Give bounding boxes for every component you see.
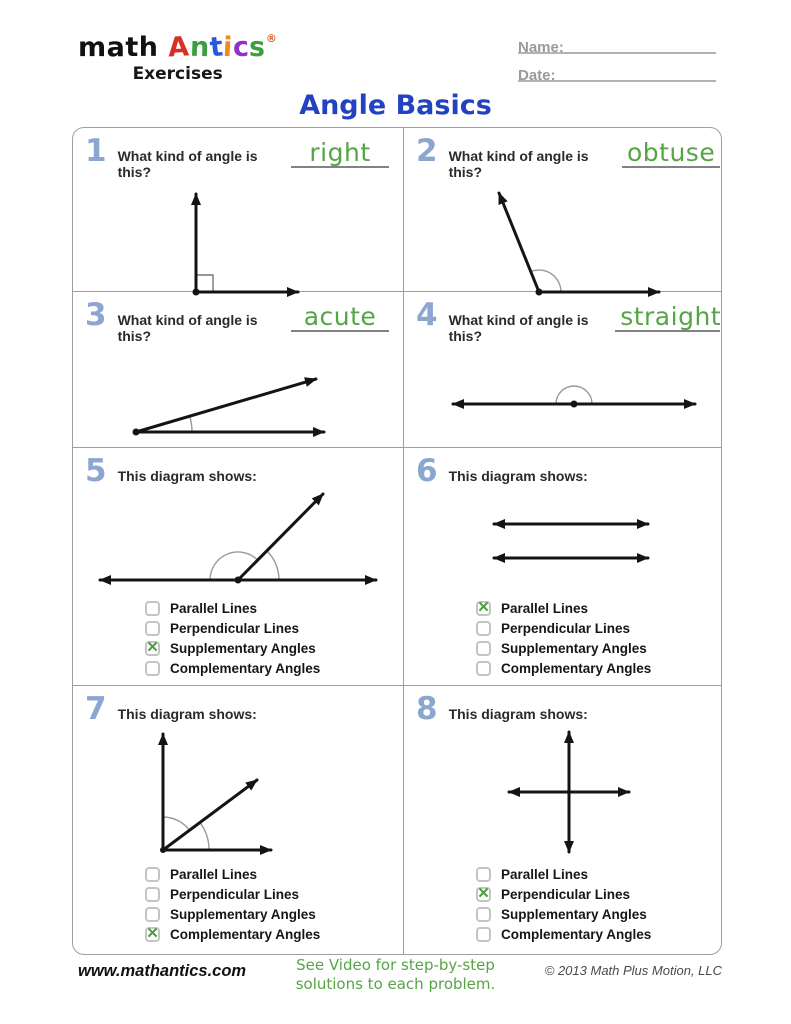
checkbox[interactable]: ✕ bbox=[145, 600, 160, 616]
answer-blank[interactable]: obtuse bbox=[622, 138, 720, 168]
option-supplementary-angles[interactable]: ✕ Supplementary Angles bbox=[145, 904, 403, 924]
checkbox[interactable]: ✕ bbox=[145, 866, 160, 882]
prompt-text: This diagram shows: bbox=[448, 468, 588, 484]
worksheet-title: Angle Basics bbox=[299, 90, 492, 121]
logo-word-math: math bbox=[78, 32, 159, 63]
date-label: Date: bbox=[518, 67, 556, 84]
copyright-text: © 2013 Math Plus Motion, LLC bbox=[544, 963, 722, 978]
problem-number: 7 bbox=[85, 691, 107, 727]
checkbox[interactable]: ✕ bbox=[476, 640, 491, 656]
problem-3: 3 What kind of angle is this? acute bbox=[73, 292, 404, 448]
question-text: What kind of angle is this? bbox=[117, 312, 258, 344]
question-text: What kind of angle is this? bbox=[448, 312, 589, 344]
straight-angle-diagram bbox=[404, 344, 721, 458]
checkbox[interactable]: ✕ bbox=[145, 620, 160, 636]
problem-number: 6 bbox=[416, 453, 438, 489]
checkbox[interactable]: ✕ bbox=[476, 884, 491, 902]
option-perpendicular-lines[interactable]: ✕ Perpendicular Lines bbox=[145, 618, 403, 638]
option-parallel-lines[interactable]: ✕ Parallel Lines bbox=[145, 864, 403, 884]
checkbox[interactable]: ✕ bbox=[145, 906, 160, 922]
problem-number: 3 bbox=[85, 297, 107, 333]
obtuse-angle-diagram bbox=[404, 180, 721, 302]
problem-8: 8 This diagram shows: ✕ Parallel Lines ✕… bbox=[404, 686, 721, 954]
name-date-block: Name: Date: bbox=[518, 30, 716, 86]
options-list: ✕ Parallel Lines ✕ Perpendicular Lines ✕… bbox=[404, 598, 721, 678]
question-text: What kind of angle is this? bbox=[117, 148, 258, 180]
logo-word-antics: Antics bbox=[167, 31, 267, 64]
acute-angle-diagram bbox=[73, 344, 403, 458]
perpendicular-lines-diagram bbox=[404, 722, 721, 862]
name-label: Name: bbox=[518, 39, 564, 56]
options-list: ✕ Parallel Lines ✕ Perpendicular Lines ✕… bbox=[404, 864, 721, 944]
checkbox[interactable]: ✕ bbox=[145, 638, 160, 656]
option-parallel-lines[interactable]: ✕ Parallel Lines bbox=[476, 598, 589, 616]
question-text: What kind of angle is this? bbox=[448, 148, 589, 180]
checkbox[interactable]: ✕ bbox=[145, 660, 160, 676]
video-note: See Video for step-by-step solutions to … bbox=[0, 956, 791, 994]
logo-subtitle: Exercises bbox=[132, 64, 223, 84]
problem-7: 7 This diagram shows: ✕ Parallel Lines ✕… bbox=[73, 686, 404, 954]
answer-text: straight bbox=[620, 302, 722, 331]
option-perpendicular-lines[interactable]: ✕ Perpendicular Lines bbox=[145, 884, 403, 904]
checkbox[interactable]: ✕ bbox=[476, 926, 491, 942]
supplementary-angles-diagram bbox=[73, 484, 403, 596]
checkbox[interactable]: ✕ bbox=[476, 660, 491, 676]
problem-number: 4 bbox=[416, 297, 438, 333]
check-mark-icon: ✕ bbox=[477, 598, 490, 616]
check-mark-icon: ✕ bbox=[146, 638, 159, 656]
check-mark-icon: ✕ bbox=[477, 884, 490, 902]
option-supplementary-angles[interactable]: ✕ Supplementary Angles bbox=[476, 638, 721, 658]
option-complementary-angles[interactable]: ✕ Complementary Angles bbox=[476, 924, 721, 944]
right-angle-diagram bbox=[73, 180, 403, 302]
problem-6: 6 This diagram shows: ✕ Parallel Lines ✕… bbox=[404, 448, 721, 686]
option-perpendicular-lines[interactable]: ✕ Perpendicular Lines bbox=[476, 884, 631, 902]
problem-4: 4 What kind of angle is this? straight bbox=[404, 292, 722, 448]
options-list: ✕ Parallel Lines ✕ Perpendicular Lines ✕… bbox=[73, 598, 403, 678]
problem-2: 2 What kind of angle is this? obtuse bbox=[404, 128, 721, 297]
answer-blank[interactable]: right bbox=[291, 138, 389, 168]
problem-5: 5 This diagram shows: ✕ Parallel Lines ✕… bbox=[73, 448, 404, 686]
problems-grid: 1 What kind of angle is this? right 2 Wh… bbox=[72, 127, 722, 955]
checkbox[interactable]: ✕ bbox=[476, 620, 491, 636]
check-mark-icon: ✕ bbox=[146, 924, 159, 942]
prompt-text: This diagram shows: bbox=[448, 706, 588, 722]
problem-number: 8 bbox=[416, 691, 438, 727]
option-supplementary-angles[interactable]: ✕ Supplementary Angles bbox=[145, 638, 316, 656]
math-antics-logo: math Antics® Exercises bbox=[78, 31, 278, 84]
answer-text: obtuse bbox=[627, 138, 716, 167]
name-input-line[interactable] bbox=[564, 30, 716, 52]
prompt-text: This diagram shows: bbox=[117, 706, 257, 722]
answer-blank[interactable]: acute bbox=[291, 302, 389, 332]
option-supplementary-angles[interactable]: ✕ Supplementary Angles bbox=[476, 904, 721, 924]
answer-text: right bbox=[309, 138, 371, 167]
checkbox[interactable]: ✕ bbox=[145, 924, 160, 942]
option-complementary-angles[interactable]: ✕ Complementary Angles bbox=[145, 658, 403, 678]
option-parallel-lines[interactable]: ✕ Parallel Lines bbox=[145, 598, 403, 618]
video-note-line2: solutions to each problem. bbox=[295, 974, 496, 993]
date-input-line[interactable] bbox=[556, 58, 716, 80]
problem-number: 5 bbox=[85, 453, 107, 489]
website-link[interactable]: www.mathantics.com bbox=[78, 962, 247, 980]
video-note-line1: See Video for step-by-step bbox=[296, 956, 495, 974]
option-complementary-angles[interactable]: ✕ Complementary Angles bbox=[145, 924, 321, 942]
option-parallel-lines[interactable]: ✕ Parallel Lines bbox=[476, 864, 721, 884]
option-complementary-angles[interactable]: ✕ Complementary Angles bbox=[476, 658, 721, 678]
checkbox[interactable]: ✕ bbox=[476, 866, 491, 882]
checkbox[interactable]: ✕ bbox=[476, 598, 491, 616]
complementary-angles-diagram bbox=[73, 722, 403, 862]
prompt-text: This diagram shows: bbox=[117, 468, 257, 484]
answer-text: acute bbox=[303, 302, 377, 331]
problem-number: 1 bbox=[85, 133, 107, 169]
answer-blank[interactable]: straight bbox=[615, 302, 722, 332]
option-perpendicular-lines[interactable]: ✕ Perpendicular Lines bbox=[476, 618, 721, 638]
parallel-lines-diagram bbox=[404, 484, 721, 596]
checkbox[interactable]: ✕ bbox=[145, 886, 160, 902]
registered-mark: ® bbox=[265, 32, 278, 45]
problem-1: 1 What kind of angle is this? right bbox=[73, 128, 404, 297]
checkbox[interactable]: ✕ bbox=[476, 906, 491, 922]
options-list: ✕ Parallel Lines ✕ Perpendicular Lines ✕… bbox=[73, 864, 403, 944]
problem-number: 2 bbox=[416, 133, 438, 169]
